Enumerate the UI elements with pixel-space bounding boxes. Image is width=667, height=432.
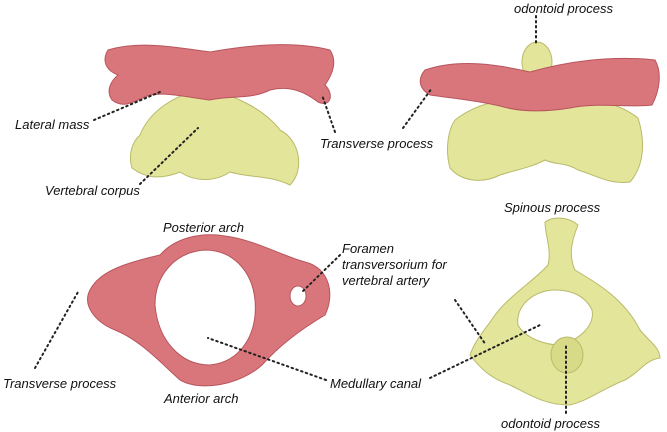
label-transverse-top: Transverse process [320, 136, 434, 151]
foramen-hole [289, 285, 307, 307]
axis-body-front [129, 87, 300, 186]
atlas-back [419, 57, 660, 112]
label-anterior-arch: Anterior arch [164, 391, 239, 406]
label-posterior-arch: Posterior arch [163, 220, 244, 235]
top-right-vertebrae [419, 41, 660, 184]
label-foramen: Foramen transversorium for vertebral art… [342, 241, 447, 289]
label-odontoid-bottom: odontoid process [501, 416, 601, 431]
atlas-ring [87, 234, 331, 387]
label-transverse-bottom: Transverse process [3, 376, 117, 391]
label-medullary-canal: Medullary canal [330, 376, 422, 391]
label-foramen-line-2: transversorium for [342, 257, 447, 272]
atlas-front [104, 44, 335, 105]
label-foramen-line-3: vertebral artery [342, 273, 430, 288]
label-vertebral-corpus: Vertebral corpus [45, 183, 140, 198]
leader-lines [34, 15, 567, 414]
top-left-vertebrae [104, 44, 335, 186]
label-odontoid-top: odontoid process [514, 1, 614, 16]
label-lateral-mass: Lateral mass [15, 117, 90, 132]
label-spinous-process: Spinous process [504, 200, 601, 215]
label-foramen-line-1: Foramen [342, 241, 395, 256]
